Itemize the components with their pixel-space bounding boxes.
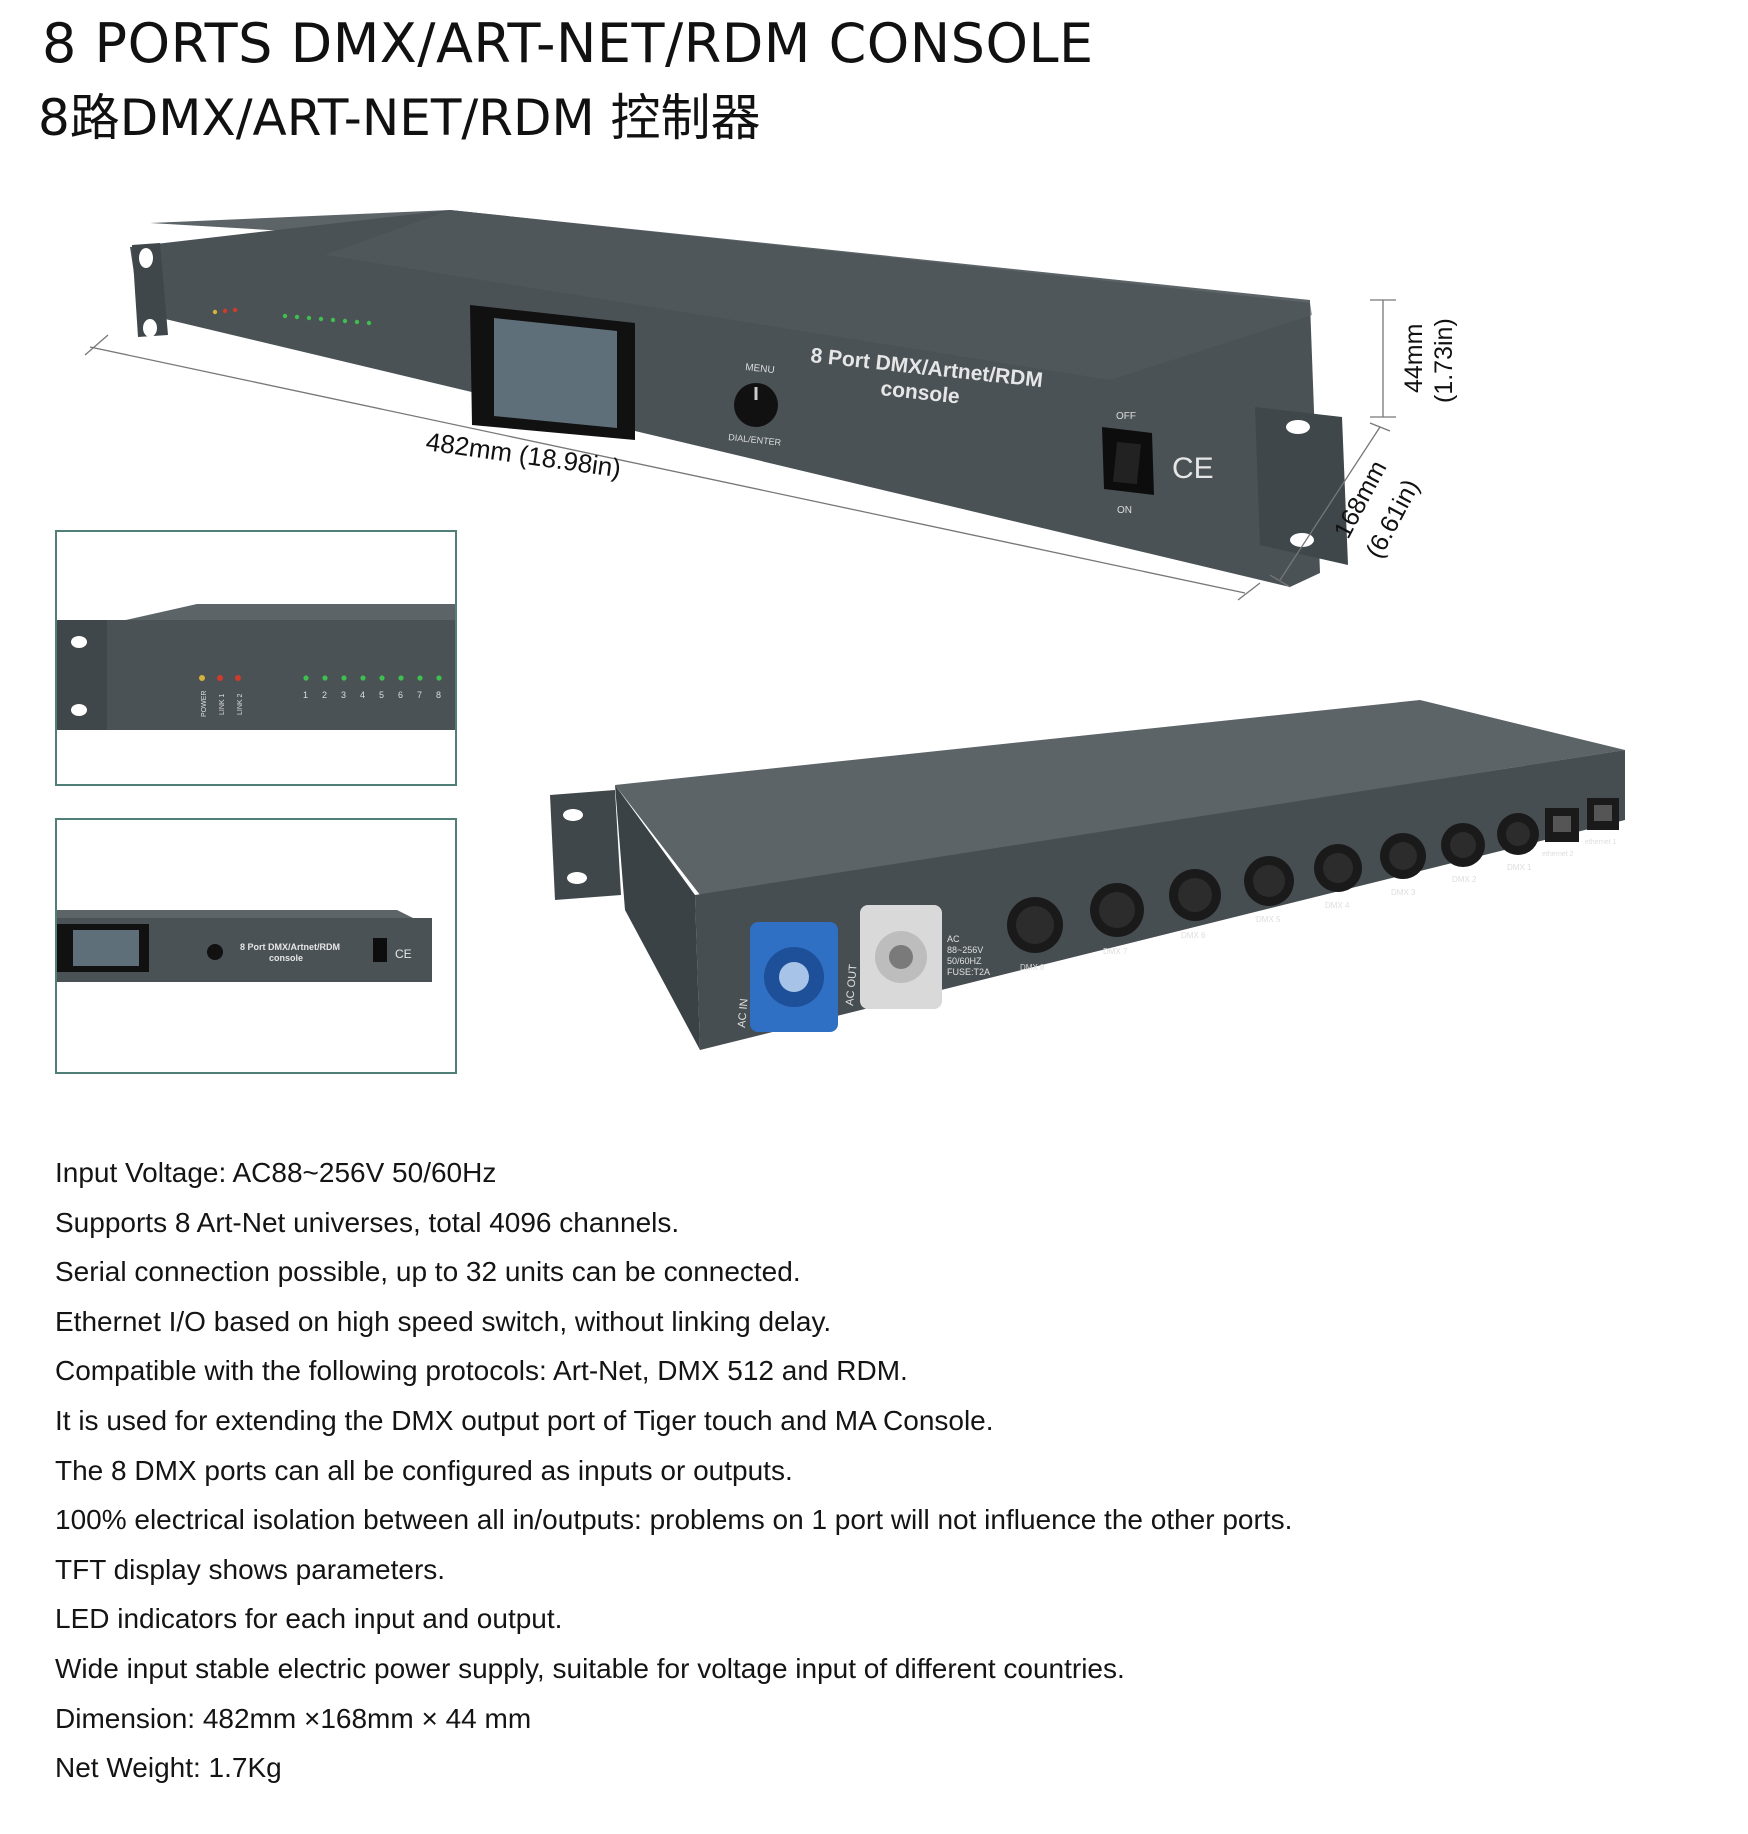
switch-on-label: ON	[1117, 505, 1132, 516]
page-subtitle-chinese: 8路DMX/ART-NET/RDM 控制器	[38, 89, 761, 147]
port-number: 1	[303, 690, 308, 700]
indicators-closeup: POWER LINK 1 LINK 2 1 2 3 4 5 6 7 8	[57, 604, 455, 730]
spec-item: It is used for extending the DMX output …	[55, 1404, 994, 1436]
switch-off-label: OFF	[1116, 411, 1136, 422]
menu-label: MENU	[745, 362, 775, 376]
indicator-link2-label: LINK 2	[237, 693, 244, 715]
dmx-port: DMX 6	[1169, 869, 1221, 940]
dmx-port: DMX 7	[1090, 883, 1144, 956]
port-number: 8	[436, 690, 441, 700]
power-switch-closeup	[373, 938, 387, 962]
rear-view-photo: AC IN AC OUT AC 88~256V 50/60HZ FUSE:T2A…	[550, 700, 1625, 1050]
ethernet-ports: ethernet 2 ethernet 1	[1542, 798, 1619, 858]
dmx-port: DMX 2	[1441, 823, 1485, 884]
spec-list: Input Voltage: AC88~256V 50/60Hz Support…	[55, 1148, 1292, 1793]
port-number-row: 1 2 3 4 5 6 7 8	[303, 690, 441, 700]
dmx-port-label: DMX 8	[1020, 963, 1045, 972]
spec-item: Supports 8 Art-Net universes, total 4096…	[55, 1206, 680, 1238]
dmx-port: DMX 1	[1497, 813, 1539, 872]
width-dimension-line	[89, 346, 1246, 594]
height-dimension-mm: 44mm	[1400, 324, 1428, 393]
rating-line: 88~256V	[947, 945, 983, 955]
power-led	[212, 309, 218, 315]
port-number: 2	[322, 690, 327, 700]
display-closeup: 8 Port DMX/Artnet/RDM console CE	[57, 910, 432, 982]
spec-item: Serial connection possible, up to 32 uni…	[55, 1256, 801, 1288]
dmx-port-label: DMX 7	[1103, 947, 1128, 956]
ac-in-label: AC IN	[736, 998, 751, 1028]
page-title: 8 PORTS DMX/ART-NET/RDM CONSOLE	[42, 12, 1094, 75]
rating-line: 50/60HZ	[947, 956, 982, 966]
ce-mark: CE	[1172, 452, 1214, 485]
dmx-port-label: DMX 4	[1325, 901, 1350, 910]
dmx-port: DMX 5	[1244, 856, 1294, 924]
spec-item: Wide input stable electric power supply,…	[55, 1652, 1125, 1684]
spec-item: Ethernet I/O based on high speed switch,…	[55, 1305, 832, 1337]
spec-item: TFT display shows parameters.	[55, 1553, 446, 1585]
indicator-link1-label: LINK 1	[219, 693, 226, 715]
spec-item: Net Weight: 1.7Kg	[55, 1752, 282, 1784]
dmx-port: DMX 8	[1007, 897, 1063, 972]
closeup-front-label-line2: console	[269, 953, 303, 963]
dmx-port-label: DMX 6	[1181, 931, 1206, 940]
detail-frame-display: 8 Port DMX/Artnet/RDM console CE	[55, 818, 457, 1074]
port-number: 6	[398, 690, 403, 700]
port-number: 4	[360, 690, 365, 700]
dmx-port: DMX 3	[1380, 833, 1426, 897]
rear-rack-ear-left	[550, 790, 621, 900]
ethernet-port-label: ethernet 1	[1585, 839, 1617, 846]
dmx-connectors: DMX 8 DMX 7 DMX 6 DMX 5 DMX 4 DMX 3 DMX …	[1007, 813, 1539, 972]
spec-item: 100% electrical isolation between all in…	[55, 1504, 1293, 1536]
rack-ear-left	[132, 243, 168, 337]
dmx-port-label: DMX 2	[1452, 875, 1477, 884]
indicator-power-label: POWER	[201, 691, 208, 717]
ac-out-label: AC OUT	[844, 964, 860, 1007]
front-view-photo: MENU DIAL/ENTER 8 Port DMX/Artnet/RDM co…	[84, 210, 1458, 601]
depth-dimension-line	[1279, 426, 1381, 581]
dial-knob	[734, 383, 778, 427]
spec-item: Input Voltage: AC88~256V 50/60Hz	[55, 1157, 497, 1188]
rear-chassis-top	[615, 700, 1625, 895]
link2-led	[232, 307, 238, 313]
dmx-port-label: DMX 5	[1256, 915, 1281, 924]
spec-item: The 8 DMX ports can all be configured as…	[55, 1454, 793, 1486]
ethernet-port-label: ethernet 2	[1542, 851, 1574, 858]
rating-line: AC	[947, 934, 960, 944]
rack-ear-right	[1255, 407, 1348, 565]
dmx-port-label: DMX 3	[1391, 888, 1416, 897]
spec-item: Dimension: 482mm ×168mm × 44 mm	[55, 1702, 532, 1734]
port-number: 7	[417, 690, 422, 700]
rating-label: AC 88~256V 50/60HZ FUSE:T2A	[947, 934, 990, 977]
closeup-front-label-line1: 8 Port DMX/Artnet/RDM	[240, 942, 340, 952]
port-led-row	[303, 675, 442, 681]
port-number: 3	[341, 690, 346, 700]
dmx-port-label: DMX 1	[1507, 863, 1532, 872]
detail-frame-indicators: POWER LINK 1 LINK 2 1 2 3 4 5 6 7 8	[55, 530, 457, 786]
rating-line: FUSE:T2A	[947, 967, 990, 977]
spec-item: Compatible with the following protocols:…	[55, 1355, 908, 1387]
port-number: 5	[379, 690, 384, 700]
port-leds	[282, 313, 372, 326]
closeup-ce-mark: CE	[395, 947, 412, 961]
height-dimension-in: (1.73in)	[1430, 318, 1458, 403]
link1-led	[222, 308, 228, 314]
dmx-port: DMX 4	[1314, 844, 1362, 910]
dial-knob-closeup	[207, 944, 223, 960]
spec-item: LED indicators for each input and output…	[55, 1603, 563, 1635]
